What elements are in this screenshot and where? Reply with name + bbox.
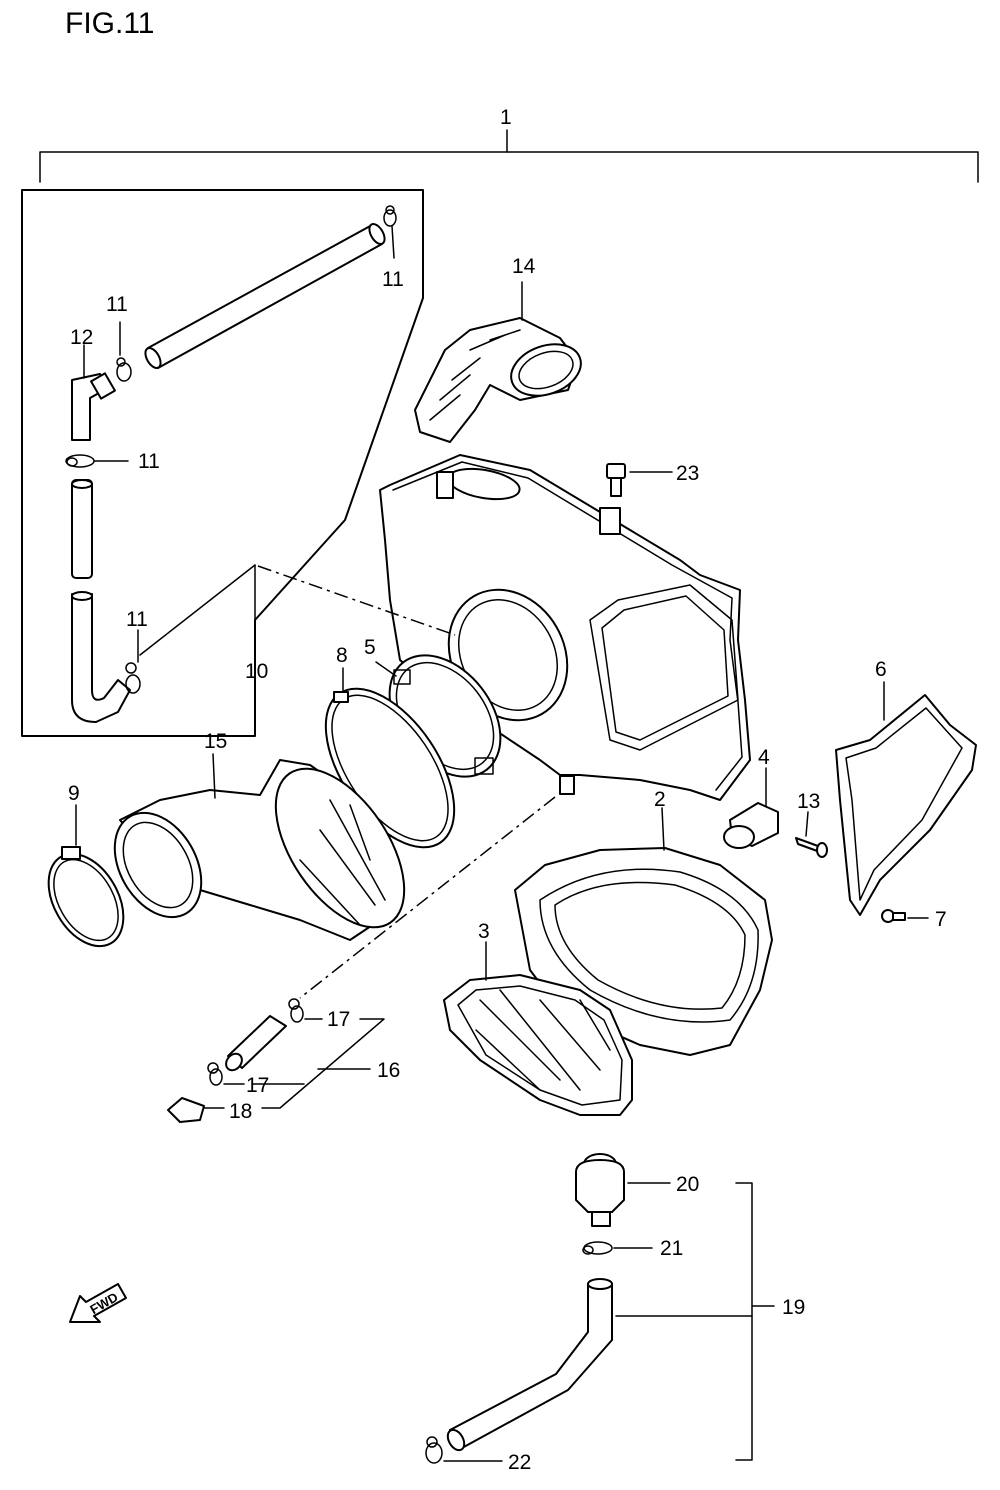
clamp-ring-8 [324,667,456,849]
assembly-bracket [39,129,979,183]
drain-hose-22 [425,1278,613,1464]
cover-6 [835,681,977,916]
drain-axis-line [299,796,556,999]
callout-23: 23 [676,462,699,485]
clamp-21 [582,1241,653,1255]
callout-19: 19 [782,1296,805,1319]
callout-14: 14 [512,255,536,278]
callout-15: 15 [204,730,227,753]
elbow-joint-12 [71,321,132,441]
callout-9: 9 [68,782,80,805]
callout-6: 6 [875,658,887,681]
callout-20: 20 [676,1173,699,1196]
clamp-11-middle [65,454,129,468]
callout-11-c: 11 [138,450,160,473]
callout-11-b: 11 [106,293,128,316]
callout-5: 5 [364,636,376,659]
callout-16: 16 [377,1059,400,1082]
callout-11-d: 11 [126,608,148,631]
intake-boot-15 [113,753,406,941]
callout-22: 22 [508,1451,531,1474]
callout-10: 10 [245,660,268,683]
filter-frame-3 [443,941,633,1116]
callout-4: 4 [758,746,770,769]
breather-hose-lower [71,591,141,723]
callout-13: 13 [797,790,820,813]
callout-17-b: 17 [246,1074,269,1097]
callout-1: 1 [500,106,512,129]
callout-8: 8 [336,644,348,667]
bolt-23 [606,463,673,497]
grommet-4 [723,767,779,849]
hose-clamp-9 [47,804,125,948]
check-valve-20 [575,1153,671,1227]
intake-duct-14 [414,281,582,443]
callout-11-a: 11 [382,268,404,291]
fwd-arrow-icon: FWD [69,1283,127,1323]
screw-7 [881,909,929,923]
breather-hose-middle [71,479,93,579]
assembly-axis-line [257,565,456,636]
breather-hose-upper [144,205,397,369]
callout-3: 3 [478,920,490,943]
callout-2: 2 [654,788,666,811]
callout-17-a: 17 [327,1008,350,1031]
bracket-19 [615,1182,775,1461]
drain-assembly [167,998,385,1123]
breather-hose-group [21,189,424,737]
callout-7: 7 [935,908,947,931]
callout-12: 12 [70,326,93,349]
callout-18: 18 [229,1100,252,1123]
figure-title: FIG.11 [65,7,154,40]
screw-13 [795,811,828,858]
callout-21: 21 [660,1237,683,1260]
